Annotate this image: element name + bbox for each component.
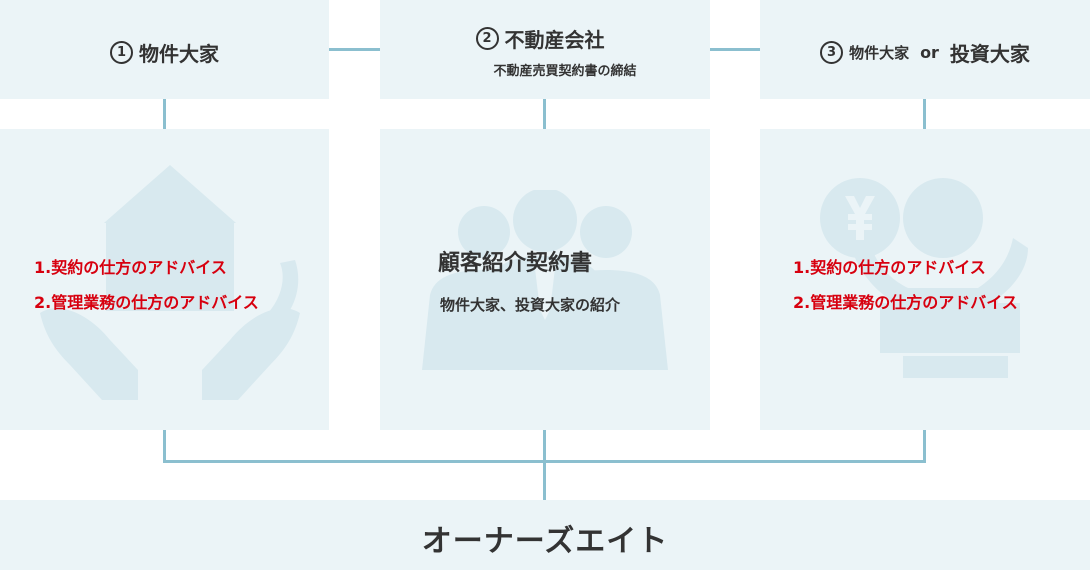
connector-v-bottom-2 (543, 430, 546, 500)
header-box-landlord (0, 0, 329, 99)
header-investor-part1: 物件大家 (849, 44, 910, 62)
header-real-estate-title: 不動産会社 (504, 28, 605, 52)
header-landlord-title: 物件大家 (139, 42, 219, 66)
header-box-investor (760, 0, 1090, 99)
footer-title: オーナーズエイト (421, 524, 669, 559)
panel-investor-item-2: 2.管理業務の仕方のアドバイス (793, 293, 1018, 312)
number-badge-3: 3 (820, 41, 844, 64)
header-investor: 3 物件大家 or 投資大家 (760, 38, 1090, 67)
panel-landlord-item-1: 1.契約の仕方のアドバイス (34, 258, 227, 277)
footer-box (0, 500, 1090, 570)
connector-v-bottom-1 (163, 430, 166, 463)
house-hands-icon (40, 165, 300, 400)
connector-v-top-3 (923, 99, 926, 129)
connector-v-top-1 (163, 99, 166, 129)
header-investor-part2: 投資大家 (949, 42, 1030, 66)
connector-v-bottom-3 (923, 430, 926, 463)
panel-real-estate-subtitle: 物件大家、投資大家の紹介 (440, 296, 621, 314)
connector-h-1-2 (329, 48, 380, 51)
people-group-icon (422, 190, 668, 370)
header-box-real-estate (380, 0, 710, 99)
panel-investor (760, 129, 1090, 430)
panel-landlord-item-2: 2.管理業務の仕方のアドバイス (34, 293, 259, 312)
connector-h-2-3 (710, 48, 760, 51)
header-real-estate-subtitle: 不動産売買契約書の締結 (493, 64, 637, 79)
number-badge-2: 2 (475, 27, 499, 50)
connector-v-top-2 (543, 99, 546, 129)
panel-real-estate-title: 顧客紹介契約書 (438, 251, 593, 276)
header-investor-or: or (920, 43, 939, 62)
panel-investor-item-1: 1.契約の仕方のアドバイス (793, 258, 986, 277)
header-landlord: 1 物件大家 (0, 38, 329, 67)
number-badge-1: 1 (110, 41, 133, 64)
person-yen-icon (820, 178, 1028, 378)
